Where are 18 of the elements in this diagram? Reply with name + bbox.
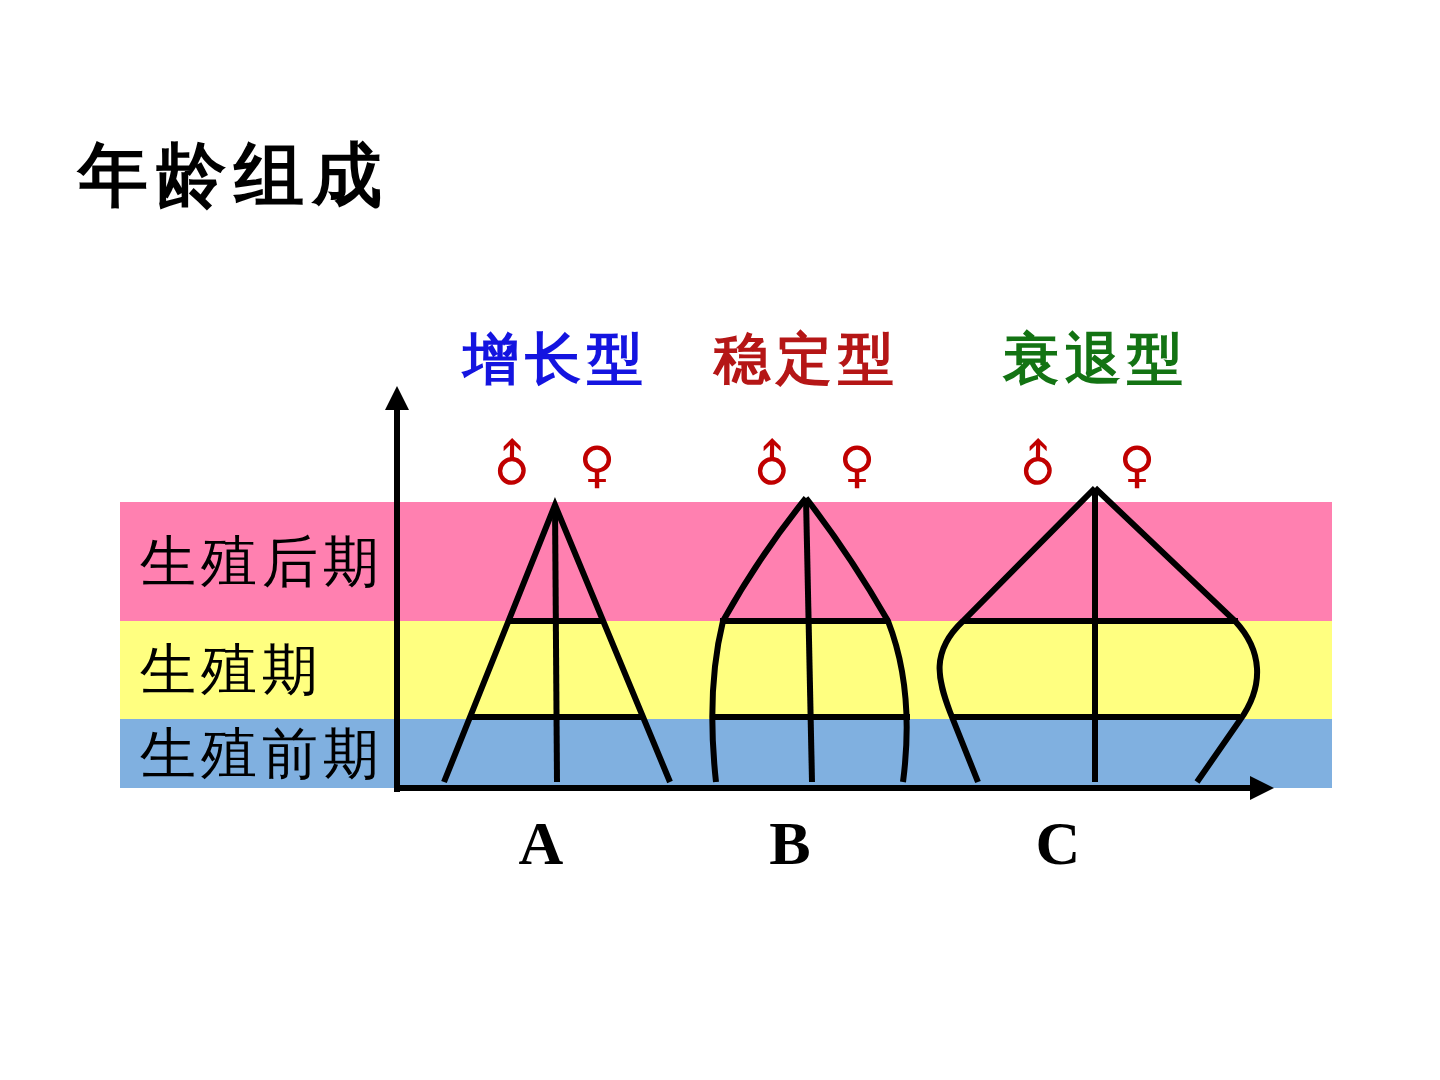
female-sign: ♀ xyxy=(838,440,876,490)
male-sign: ♂ xyxy=(738,431,806,499)
age-band-label: 生殖期 xyxy=(140,642,323,698)
pyramid-letter: C xyxy=(1035,812,1081,874)
pyramid-letter: A xyxy=(518,812,564,874)
male-sign: ♂ xyxy=(1004,431,1072,499)
pyramid-type-label: 增长型 xyxy=(463,330,649,386)
age-band xyxy=(120,621,1332,719)
age-band xyxy=(120,502,1332,621)
female-sign: ♀ xyxy=(578,440,616,490)
pyramid-letter: B xyxy=(769,812,811,874)
female-sign: ♀ xyxy=(1118,440,1156,490)
title: 年龄组成 xyxy=(78,136,390,213)
pyramid-type-label: 衰退型 xyxy=(1003,330,1189,386)
pyramid-type-label: 稳定型 xyxy=(714,330,900,386)
age-band-label: 生殖前期 xyxy=(140,725,384,782)
age-band-label: 生殖后期 xyxy=(140,533,384,590)
male-sign: ♂ xyxy=(478,431,546,499)
